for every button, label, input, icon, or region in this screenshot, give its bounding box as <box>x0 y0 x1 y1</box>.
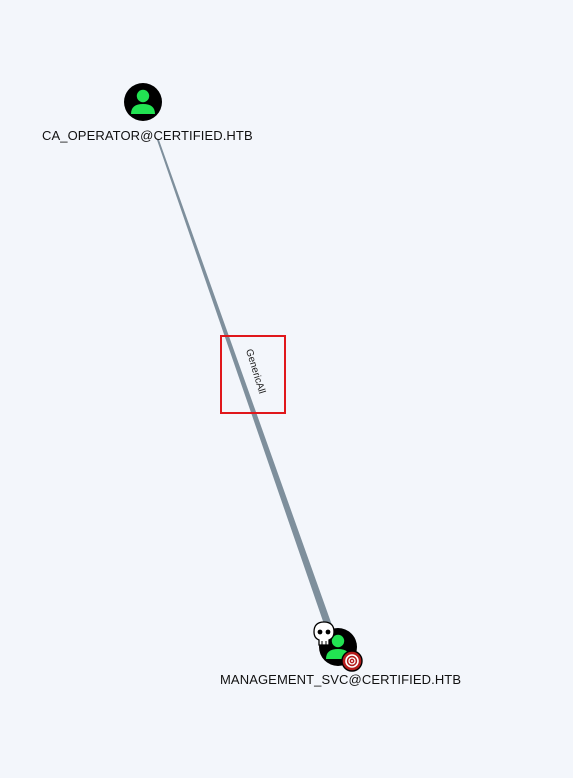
user-icon <box>131 89 155 114</box>
edge-genericall[interactable] <box>157 140 333 630</box>
node-label-management-svc: MANAGEMENT_SVC@CERTIFIED.HTB <box>220 672 462 687</box>
node-management-svc[interactable] <box>313 621 363 672</box>
node-label-ca-operator: CA_OPERATOR@CERTIFIED.HTB <box>42 128 253 143</box>
edge-label-highlight-box <box>220 335 286 414</box>
node-ca-operator[interactable] <box>124 83 162 121</box>
target-icon <box>341 650 363 672</box>
owned-skull-icon <box>313 621 335 646</box>
